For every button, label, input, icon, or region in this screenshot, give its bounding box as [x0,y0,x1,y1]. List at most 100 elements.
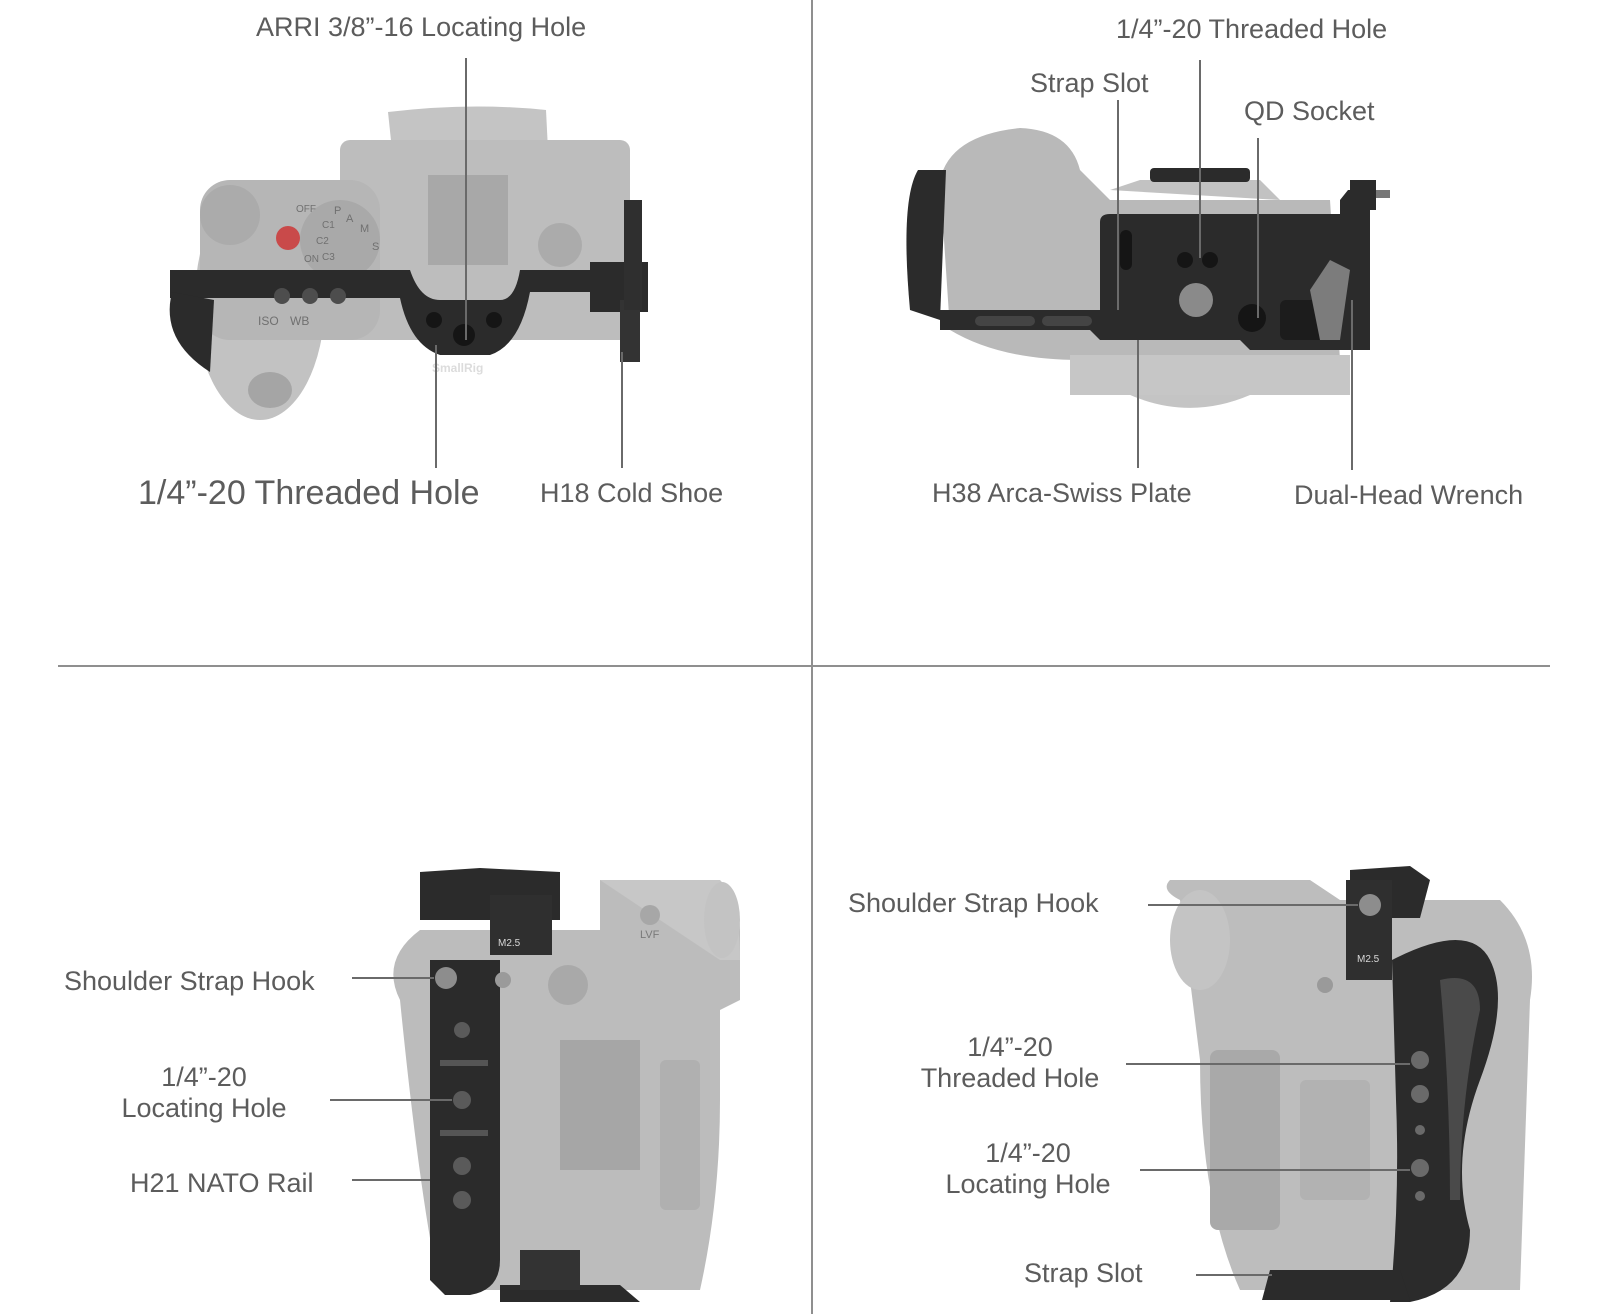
dial-mode-a: A [346,213,354,225]
label-br-strap-hook: Shoulder Strap Hook [848,888,1099,918]
cage-screw-2 [302,288,318,304]
eyecup-shape [388,106,548,150]
rear-bottom-plate [1262,1270,1410,1300]
label-cold-shoe: H18 Cold Shoe [540,478,724,508]
side-vent-grill [560,1040,640,1170]
rear-door [1300,1080,1370,1200]
nato-hole-3 [453,1157,471,1175]
camera-lower-strip [1070,355,1350,395]
nato-slot-1 [440,1060,488,1066]
label-qd-socket: QD Socket [1244,96,1375,126]
cage-left-side [906,170,946,320]
evf-housing [600,880,740,960]
bottom-foot-bl [520,1250,580,1290]
label-br-locating-hole: 1/4”-20 Locating Hole [918,1138,1138,1200]
dial-off-label: OFF [296,204,316,215]
label-br-locating-hole-line1: 1/4”-20 [985,1138,1071,1168]
evf-button [640,905,660,925]
cage-right-bracket [624,200,642,310]
cage-brand-engraving: SmallRig [432,361,483,375]
strap-slot-cutout-1 [975,316,1035,326]
cage-side-hole-right [486,312,502,328]
dial-mode-s: S [372,241,379,253]
dial-on-label: ON [304,254,319,265]
label-nato-rail: H21 NATO Rail [130,1168,314,1198]
cage-side-hole-left [426,312,442,328]
evf-label: LVF [640,929,660,941]
cold-shoe-arm [620,300,640,362]
label-tl-threaded-hole: 1/4”-20 Threaded Hole [138,474,480,512]
rear-locating-hole [1411,1159,1429,1177]
dial-mode-m: M [360,223,369,235]
cage-right-bracket-tr [1350,180,1376,210]
mode-dial [300,200,380,280]
iso-button-label: ISO [258,314,279,328]
cage-screw-3 [330,288,346,304]
screw-engraving-br: M2.5 [1357,954,1380,965]
label-br-threaded-hole-line1: 1/4”-20 [967,1032,1053,1062]
cage-center-hole [453,324,475,346]
rear-side-screw [1317,977,1333,993]
wb-button-label: WB [290,314,309,328]
dual-head-wrench [1310,260,1350,340]
rear-dial-right [538,223,582,267]
nato-slot-2 [440,1130,488,1136]
label-arri-locating-hole: ARRI 3/8”-16 Locating Hole [256,12,587,42]
arca-slot-1 [1120,230,1132,270]
top-view-camera-illustration: M S A P C1 C2 C3 OFF ON WB ISO [169,106,648,420]
lower-grip-button [248,372,292,408]
rear-evf-eyecup [1170,890,1230,990]
cage-screw-1 [274,288,290,304]
rear-threaded-hole-2 [1411,1085,1429,1103]
qd-socket-hole [1238,304,1266,332]
side-dial [548,965,588,1005]
label-arca-plate: H38 Arca-Swiss Plate [932,478,1192,508]
dial-mode-c3: C3 [322,252,335,263]
hot-shoe-area [428,175,508,265]
arca-screw-main [1179,283,1213,317]
right-side-camera-illustration: M2.5 [1166,866,1532,1302]
shoulder-strap-hook-screw-bl [435,967,457,989]
dial-mode-c1: C1 [322,220,335,231]
label-strap-slot-tr: Strap Slot [1030,68,1149,98]
evf-eyecup [704,882,740,958]
label-bl-locating-hole-line2: Locating Hole [121,1093,287,1124]
side-port-door [660,1060,700,1210]
rear-small-hole-1 [1415,1125,1425,1135]
nato-hole-2 [453,1091,471,1109]
handle-grip-highlight [1440,978,1480,1200]
label-br-threaded-hole: 1/4”-20 Threaded Hole [900,1032,1120,1094]
shoulder-strap-hook-screw-br [1359,894,1381,916]
cage-top-block [490,895,552,955]
dial-mode-c2: C2 [316,236,329,247]
nato-hole-4 [453,1191,471,1209]
rear-small-hole-2 [1415,1191,1425,1201]
cage-left-grip [169,292,214,372]
cage-vertical-side [430,960,500,1295]
label-tr-threaded-hole: 1/4”-20 Threaded Hole [1116,14,1388,44]
left-side-camera-illustration: LVF M2.5 [393,868,740,1302]
side-screw-bl [495,972,511,988]
label-br-threaded-hole-line2: Threaded Hole [920,1063,1100,1094]
rear-port-panel [1210,1050,1280,1230]
label-wrench: Dual-Head Wrench [1294,480,1524,510]
record-button [276,226,300,250]
label-br-locating-hole-line2: Locating Hole [945,1169,1111,1200]
bottom-view-camera-illustration [906,128,1390,408]
arca-hole-1 [1177,252,1193,268]
label-bl-locating-hole: 1/4”-20 Locating Hole [104,1062,304,1124]
label-bl-locating-hole-line1: 1/4”-20 [161,1062,247,1092]
strap-slot-cutout-2 [1042,316,1092,326]
nato-hole-1 [454,1022,470,1038]
lens-mount [1110,180,1280,200]
arca-hole-2 [1202,252,1218,268]
cage-right-pin [1376,190,1390,198]
rear-dial-left [200,185,260,245]
label-bl-strap-hook: Shoulder Strap Hook [64,966,315,996]
rear-threaded-hole-1 [1411,1051,1429,1069]
dial-mode-p: P [334,205,341,217]
label-strap-slot-br: Strap Slot [1024,1258,1143,1288]
screw-engraving-bl: M2.5 [498,938,521,949]
